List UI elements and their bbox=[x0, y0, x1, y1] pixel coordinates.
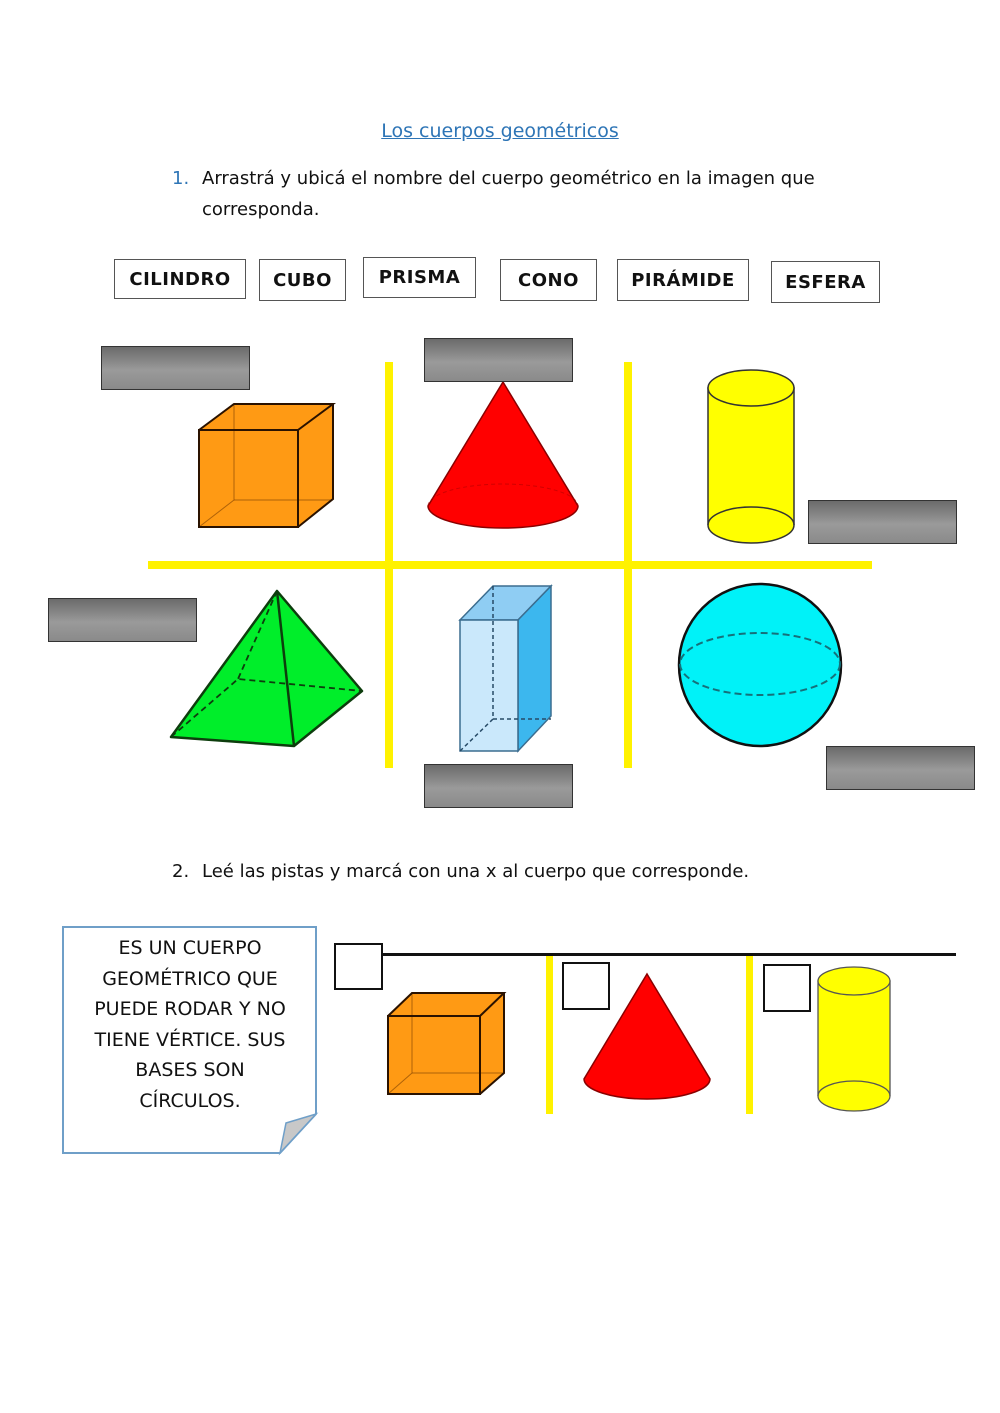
exercise-2-text: Leé las pistas y marcá con una x al cuer… bbox=[202, 861, 750, 882]
clue-line: BASES SON bbox=[135, 1059, 245, 1081]
drop-zone-cone[interactable] bbox=[424, 338, 573, 382]
clue-line: PUEDE RODAR Y NO bbox=[94, 998, 286, 1020]
word-prisma[interactable]: PRISMA bbox=[363, 257, 476, 298]
clue-line: CÍRCULOS. bbox=[139, 1089, 241, 1112]
instruction-line-1: Arrastrá y ubicá el nombre del cuerpo ge… bbox=[202, 168, 815, 189]
checkbox-cone[interactable] bbox=[562, 962, 610, 1010]
drop-zone-prism[interactable] bbox=[424, 764, 573, 808]
clue-text: ES UN CUERPO GEOMÉTRICO QUE PUEDE RODAR … bbox=[66, 933, 314, 1116]
drop-zone-cube[interactable] bbox=[101, 346, 250, 390]
prism-shape bbox=[458, 584, 553, 753]
clue-line: ES UN CUERPO bbox=[118, 937, 262, 959]
checkbox-cube[interactable] bbox=[334, 943, 383, 990]
cylinder-shape bbox=[707, 369, 795, 544]
options-divider-2 bbox=[746, 956, 753, 1114]
page-title: Los cuerpos geométricos bbox=[381, 120, 619, 142]
checkbox-cylinder[interactable] bbox=[763, 964, 811, 1012]
clue-line: GEOMÉTRICO QUE bbox=[102, 967, 278, 990]
option-cube-shape bbox=[387, 992, 507, 1095]
exercise-1-instruction: 1. Arrastrá y ubicá el nombre del cuerpo … bbox=[172, 163, 872, 225]
word-esfera[interactable]: ESFERA bbox=[771, 261, 880, 303]
word-cono[interactable]: CONO bbox=[500, 259, 597, 301]
drop-zone-sphere[interactable] bbox=[826, 746, 975, 790]
drop-zone-cylinder[interactable] bbox=[808, 500, 957, 544]
word-cilindro[interactable]: CILINDRO bbox=[114, 259, 246, 299]
word-piramide[interactable]: PIRÁMIDE bbox=[617, 259, 749, 301]
grid-divider-horizontal bbox=[148, 561, 872, 569]
option-cone-shape bbox=[583, 972, 711, 1100]
cone-shape bbox=[427, 380, 579, 529]
exercise-2-number: 2. bbox=[172, 861, 190, 882]
options-divider-1 bbox=[546, 956, 553, 1114]
sphere-shape bbox=[677, 582, 843, 748]
drop-zone-pyramid[interactable] bbox=[48, 598, 197, 642]
exercise-1-number: 1. bbox=[172, 168, 190, 189]
option-cylinder-shape bbox=[817, 966, 891, 1112]
pyramid-shape bbox=[169, 589, 364, 748]
instruction-line-2: corresponda. bbox=[202, 199, 320, 220]
exercise-2-instruction: 2. Leé las pistas y marcá con una x al cu… bbox=[172, 856, 872, 887]
options-top-rule bbox=[380, 953, 956, 956]
clue-line: TIENE VÉRTICE. SUS bbox=[94, 1028, 286, 1051]
clue-note-frame bbox=[62, 926, 319, 1156]
word-cubo[interactable]: CUBO bbox=[259, 259, 346, 301]
cube-shape bbox=[198, 403, 337, 528]
